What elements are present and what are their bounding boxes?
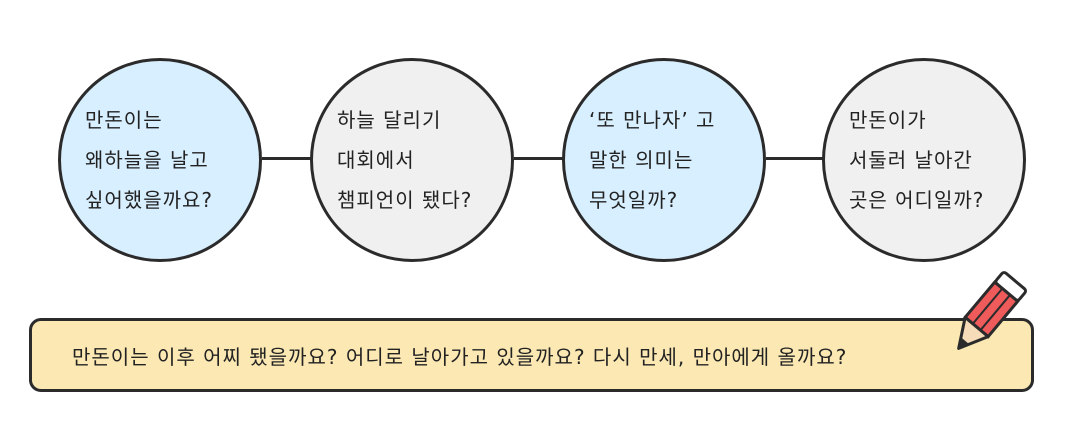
connector-line-2: [514, 157, 564, 160]
connector-line-1: [262, 157, 312, 160]
question-text-1: 만돈이는 왜하늘을 날고 싶어했을까요?: [85, 108, 214, 212]
pencil-icon: [957, 271, 1027, 350]
question-circle-1: 만돈이는 왜하늘을 날고 싶어했을까요?: [58, 58, 262, 262]
summary-banner: 만돈이는 이후 어찌 됐을까요? 어디로 날아가고 있을까요? 다시 만세, 만…: [29, 318, 1034, 392]
question-circle-2: 하늘 달리기 대회에서 챔피언이 됐다?: [310, 58, 514, 262]
question-circle-4: 만돈이가 서둘러 날아간 곳은 어디일까?: [822, 58, 1026, 262]
question-text-4: 만돈이가 서둘러 날아간 곳은 어디일까?: [849, 108, 985, 212]
question-circle-3: ‘또 만나자’ 고 말한 의미는 무엇일까?: [562, 58, 766, 262]
summary-banner-text: 만돈이는 이후 어찌 됐을까요? 어디로 날아가고 있을까요? 다시 만세, 만…: [72, 344, 848, 369]
question-text-2: 하늘 달리기 대회에서 챔피언이 됐다?: [337, 108, 473, 212]
question-text-3: ‘또 만나자’ 고 말한 의미는 무엇일까?: [589, 108, 716, 212]
connector-line-3: [766, 157, 824, 160]
